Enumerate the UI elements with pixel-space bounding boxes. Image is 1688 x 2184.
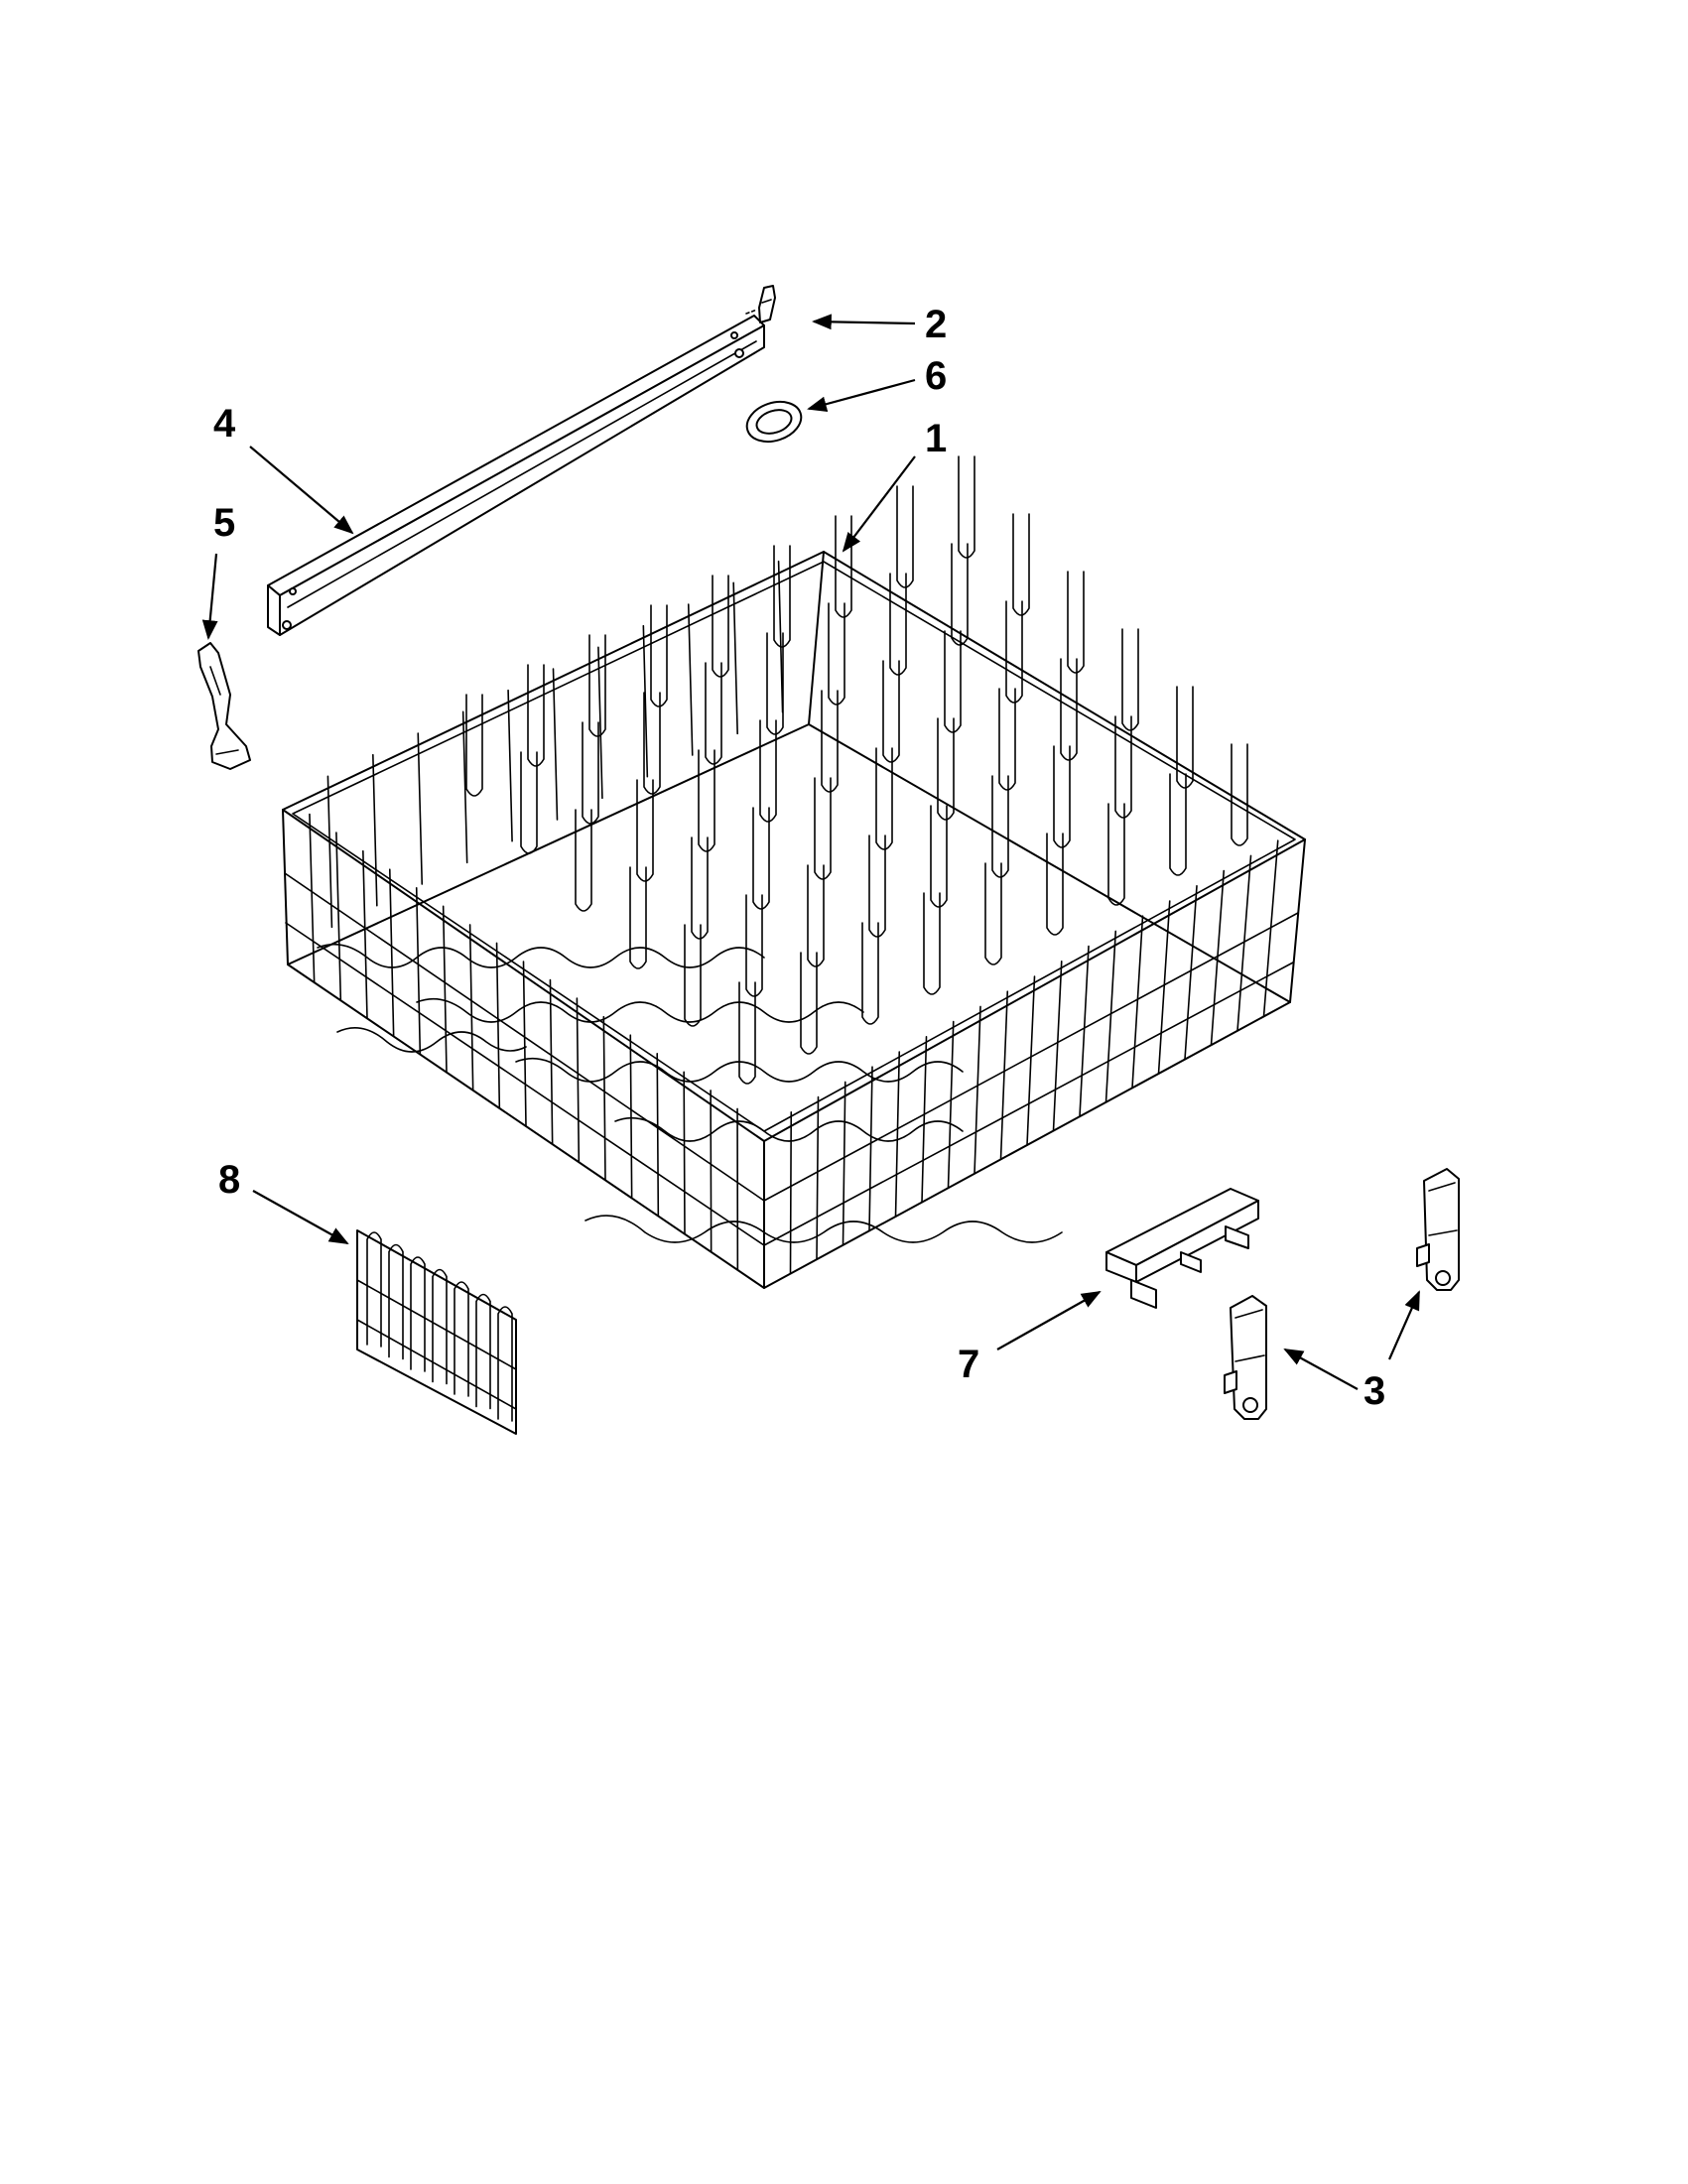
leader-2 <box>812 314 916 330</box>
callout-2: 2 <box>925 303 947 346</box>
leader-4 <box>249 446 354 535</box>
leader-7 <box>996 1291 1102 1350</box>
callout-1: 1 <box>925 417 947 460</box>
callout-8: 8 <box>218 1158 240 1202</box>
rack-rail-part <box>267 315 765 636</box>
leader-3a <box>1283 1349 1359 1390</box>
leader-8 <box>252 1190 349 1244</box>
rack-adjuster-upper-part <box>1416 1168 1460 1291</box>
leader-3b <box>1387 1290 1421 1360</box>
callout-7: 7 <box>958 1343 979 1386</box>
leader-6 <box>807 378 916 412</box>
rail-stop-clip-part <box>745 285 776 323</box>
rack-adjuster-lower-part <box>1224 1295 1267 1420</box>
track-stop-bracket-part <box>1105 1188 1259 1309</box>
callout-3: 3 <box>1363 1369 1385 1413</box>
upper-dishrack-part <box>282 455 1306 1289</box>
leader-5 <box>201 553 218 640</box>
callout-6: 6 <box>925 354 947 398</box>
callout-5: 5 <box>213 501 235 545</box>
tine-insert-part <box>356 1229 517 1435</box>
callout-4: 4 <box>213 402 236 446</box>
rail-end-cap-part <box>197 642 251 770</box>
leader-1 <box>842 455 916 553</box>
roller-ring-part <box>745 400 803 444</box>
